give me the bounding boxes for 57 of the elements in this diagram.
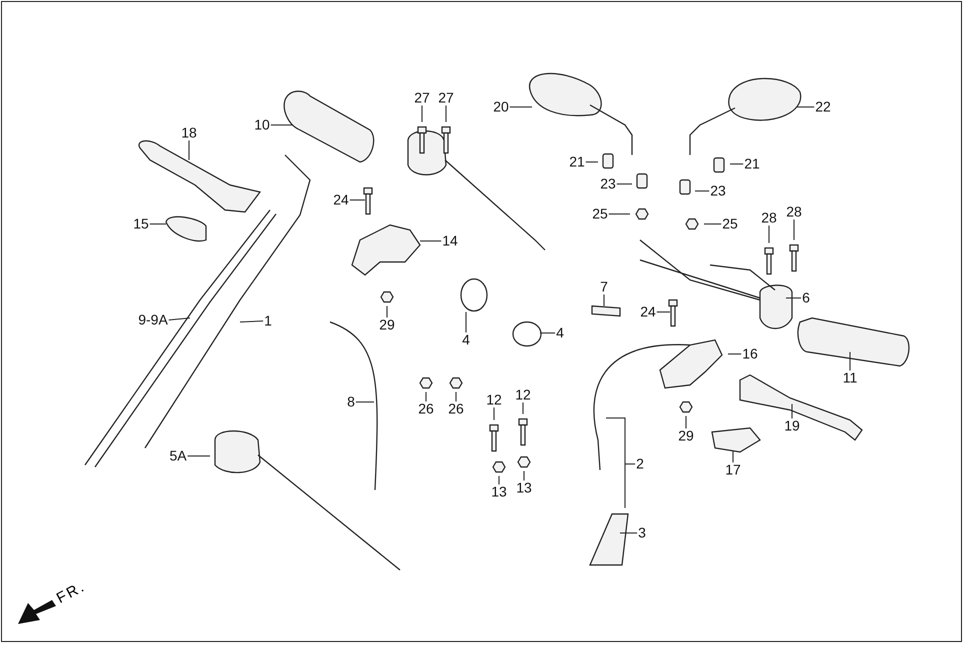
callout-number: 27 [438,90,454,106]
callout-number: 26 [448,402,464,416]
callout-number: 29 [678,428,694,444]
callout-number: 16 [742,346,758,362]
callout-number: 4 [556,326,564,340]
leader-line [694,190,710,192]
direction-label: FR. [54,578,88,608]
callout-number: 1 [264,314,272,328]
leader-line [522,402,524,414]
leader-line [420,240,442,242]
callout-number: 11 [842,370,858,386]
callout-number: 23 [710,184,726,198]
callout-number: 25 [722,216,738,232]
leader-line [168,318,190,320]
callout-number: 17 [725,462,741,478]
callout-number: 10 [254,118,270,132]
leader-line [606,418,636,508]
callout-number: 12 [486,392,502,408]
callout-number: 2 [636,456,644,472]
callout-number: 26 [418,402,434,416]
callout-number: 19 [784,418,800,434]
callout-number: 23 [600,176,616,192]
callout-number: 21 [569,154,585,170]
leader-line [498,476,500,485]
callout-number: 12 [515,388,531,402]
leader-line [386,306,388,318]
callout-number: 8 [347,394,355,410]
leader-line [188,140,190,160]
leader-line [768,225,770,244]
callout-number: 6 [802,290,810,306]
callout-number: 21 [744,156,760,172]
leader-line [270,124,292,126]
callout-number: 24 [333,192,349,208]
callout-number: 13 [491,484,507,500]
leader-line [796,106,815,108]
callout-number: 5A [169,448,187,464]
callout-number: 20 [493,100,509,114]
callout-number: 24 [640,304,656,320]
callout-number: 22 [815,100,831,114]
callout-number: 4 [462,332,470,348]
leader-line [240,320,264,322]
leader-line [509,106,532,108]
callout-number: 18 [181,126,197,140]
callout-number: 28 [761,210,777,226]
callout-number: 13 [516,480,532,496]
callout-number: 9-9A [138,312,168,328]
leader-line [620,532,638,534]
callout-number: 15 [133,216,149,232]
callout-number: 27 [414,90,430,106]
callout-number: 29 [379,318,395,332]
callout-number: 7 [600,280,608,294]
leader-line [540,332,556,334]
callout-number: 3 [638,526,646,540]
callout-number: 28 [786,204,802,220]
callout-number: 25 [592,206,608,222]
callout-number: 14 [442,234,458,248]
leader-line [732,450,734,463]
